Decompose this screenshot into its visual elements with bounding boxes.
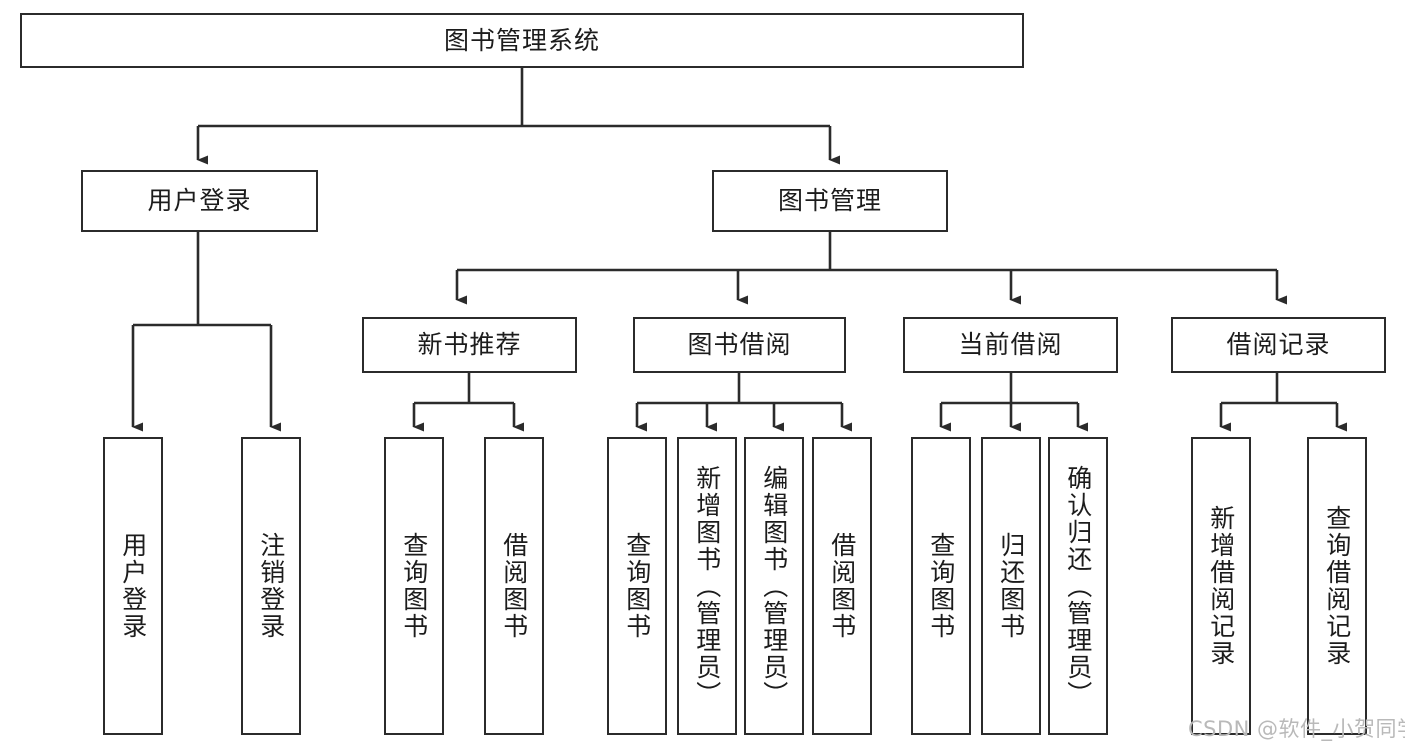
leaf-edit-book[interactable]: 编辑图书（管理员） xyxy=(744,437,804,735)
node-label: 借阅记录 xyxy=(1226,330,1331,359)
node-label: 新书推荐 xyxy=(417,330,522,359)
leaf-query-book-1[interactable]: 查询图书 xyxy=(384,437,444,735)
node-label: 图书借阅 xyxy=(687,330,792,359)
leaf-user-logout[interactable]: 注销登录 xyxy=(241,437,301,735)
node-label: 新增图书（管理员） xyxy=(692,464,722,708)
node-label: 查询借阅记录 xyxy=(1322,505,1352,667)
node-label: 当前借阅 xyxy=(958,330,1063,359)
node-label: 注销登录 xyxy=(256,532,286,640)
node-label: 新增借阅记录 xyxy=(1206,505,1236,667)
leaf-return-book[interactable]: 归还图书 xyxy=(981,437,1041,735)
leaf-add-book[interactable]: 新增图书（管理员） xyxy=(677,437,737,735)
node-label: 图书管理系统 xyxy=(443,25,600,55)
leaf-borrow-book-2[interactable]: 借阅图书 xyxy=(812,437,872,735)
node-borrow-record[interactable]: 借阅记录 xyxy=(1171,317,1386,373)
leaf-confirm-return[interactable]: 确认归还（管理员） xyxy=(1048,437,1108,735)
node-label: 用户登录 xyxy=(118,532,148,640)
node-label: 编辑图书（管理员） xyxy=(759,464,789,708)
node-label: 归还图书 xyxy=(996,532,1026,640)
node-root-book-management-system[interactable]: 图书管理系统 xyxy=(20,13,1024,68)
node-new-book-recommend[interactable]: 新书推荐 xyxy=(362,317,577,373)
node-label: 确认归还（管理员） xyxy=(1063,464,1093,708)
leaf-user-login[interactable]: 用户登录 xyxy=(103,437,163,735)
leaf-borrow-book-1[interactable]: 借阅图书 xyxy=(484,437,544,735)
leaf-query-record[interactable]: 查询借阅记录 xyxy=(1307,437,1367,735)
node-book-manage[interactable]: 图书管理 xyxy=(712,170,948,232)
node-label: 图书管理 xyxy=(777,186,882,215)
node-user-login[interactable]: 用户登录 xyxy=(81,170,318,232)
csdn-watermark: CSDN @软件_小贺同学 xyxy=(1188,717,1405,741)
node-label: 查询图书 xyxy=(926,532,956,640)
leaf-add-record[interactable]: 新增借阅记录 xyxy=(1191,437,1251,735)
node-book-borrow[interactable]: 图书借阅 xyxy=(633,317,846,373)
node-label: 用户登录 xyxy=(147,186,252,215)
node-label: 借阅图书 xyxy=(499,532,529,640)
node-current-borrow[interactable]: 当前借阅 xyxy=(903,317,1118,373)
node-label: 借阅图书 xyxy=(827,532,857,640)
leaf-query-book-3[interactable]: 查询图书 xyxy=(911,437,971,735)
leaf-query-book-2[interactable]: 查询图书 xyxy=(607,437,667,735)
node-label: 查询图书 xyxy=(399,532,429,640)
node-label: 查询图书 xyxy=(622,532,652,640)
